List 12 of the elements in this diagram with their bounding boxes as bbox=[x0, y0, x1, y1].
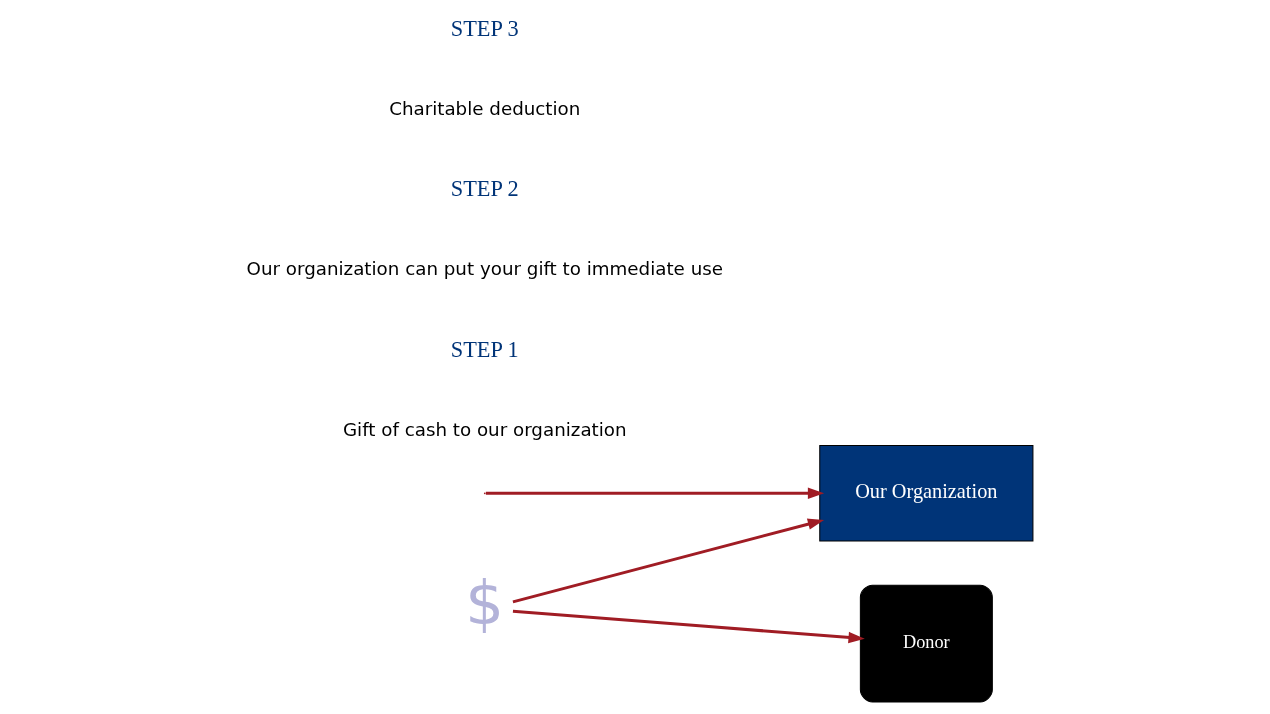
arrow bbox=[512, 518, 825, 604]
node-box: Donor bbox=[859, 584, 993, 703]
label: STEP 3 bbox=[450, 16, 519, 42]
arrow bbox=[485, 487, 825, 499]
label: Gift of cash to our organization bbox=[342, 418, 627, 440]
label: STEP 2 bbox=[450, 176, 519, 202]
node-box: Our Organization bbox=[819, 445, 1034, 542]
label: Charitable deduction bbox=[389, 98, 581, 120]
label: STEP 1 bbox=[450, 336, 519, 362]
arrow bbox=[512, 609, 865, 644]
label: Our organization can put your gift to immediate use bbox=[246, 258, 723, 280]
node-text: $ bbox=[465, 567, 505, 639]
